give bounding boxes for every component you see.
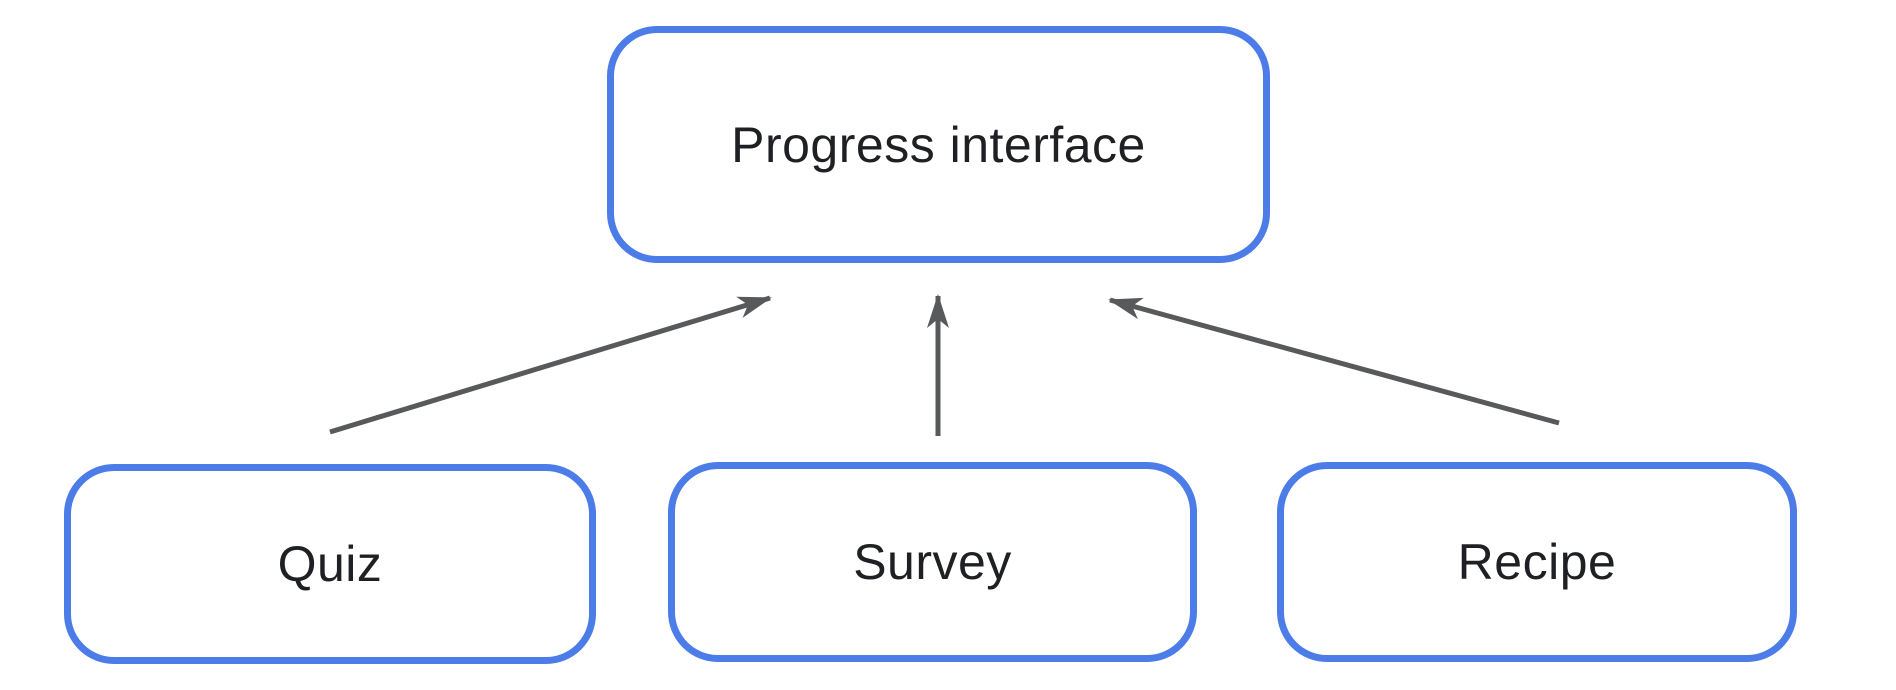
node-survey-label: Survey (853, 534, 1012, 590)
node-survey: Survey (668, 462, 1197, 662)
arrow-quiz-to-progress (329, 295, 772, 435)
node-progress-interface: Progress interface (607, 26, 1270, 263)
node-quiz: Quiz (64, 464, 596, 664)
node-progress-interface-label: Progress interface (731, 116, 1146, 173)
node-recipe-label: Recipe (1457, 534, 1617, 590)
node-recipe: Recipe (1277, 462, 1797, 662)
node-quiz-label: Quiz (277, 536, 383, 592)
arrow-recipe-to-progress (1108, 297, 1560, 426)
